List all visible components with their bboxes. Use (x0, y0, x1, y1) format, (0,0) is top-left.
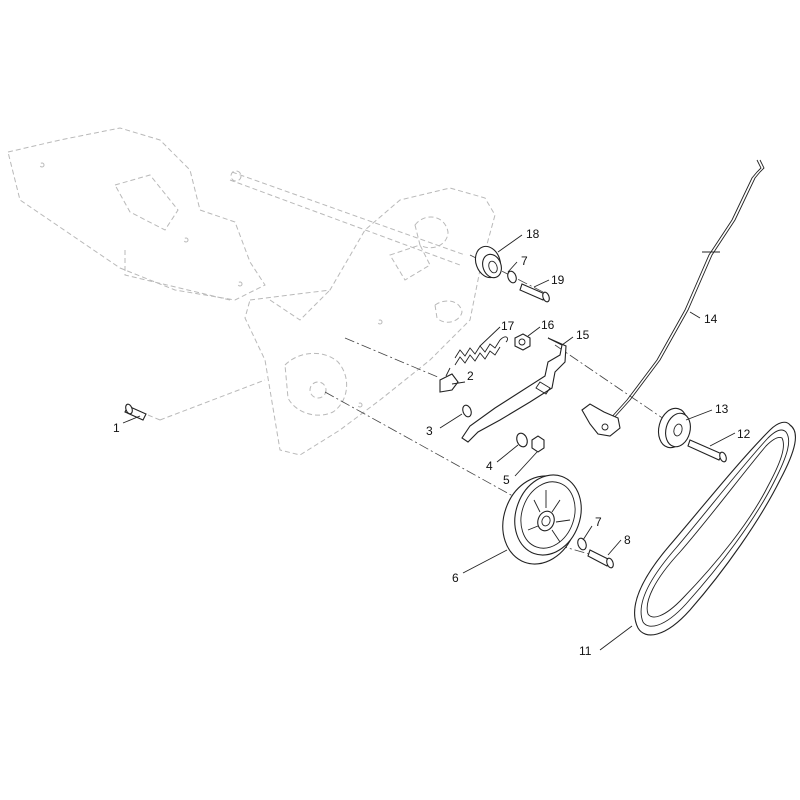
callout-7-upper: 7 (521, 254, 528, 268)
part-2-spring-bracket (439, 367, 459, 393)
callout-14: 14 (704, 312, 718, 326)
callout-18: 18 (526, 227, 540, 241)
part-7-washer-lower (577, 537, 587, 551)
callout-11: 11 (579, 644, 592, 658)
callout-2: 2 (467, 369, 474, 383)
callout-6: 6 (452, 571, 459, 585)
part-6-drive-pulley (502, 474, 582, 565)
callout-5: 5 (503, 473, 510, 487)
part-19-bolt (519, 283, 550, 303)
callout-16: 16 (541, 318, 555, 332)
idler-bracket-lower (581, 403, 621, 437)
part-4-spacer (516, 432, 528, 448)
callout-1: 1 (113, 421, 120, 435)
part-1-bolt (124, 403, 147, 421)
part-5-nut (531, 435, 545, 453)
callout-7-lower: 7 (595, 515, 602, 529)
callout-8: 8 (624, 533, 631, 547)
callout-labels: 1 2 3 4 5 6 7 7 8 11 12 13 14 15 16 17 1… (113, 227, 751, 658)
part-15-idler-arm (461, 337, 567, 443)
part-12-bolt (687, 439, 727, 463)
callout-4: 4 (486, 459, 493, 473)
callout-15: 15 (576, 328, 590, 342)
callout-17: 17 (501, 319, 515, 333)
part-7-washer-upper (507, 270, 517, 284)
part-11-v-belt (634, 421, 796, 636)
callout-19: 19 (551, 273, 565, 287)
part-13-idler-pulley (657, 407, 691, 449)
part-14-control-rod (608, 159, 765, 421)
part-17-extension-spring (454, 336, 509, 366)
leader-lines (122, 234, 736, 651)
part-3-washer (462, 404, 472, 418)
part-8-bolt (587, 549, 614, 569)
callout-3: 3 (426, 424, 433, 438)
callout-13: 13 (715, 402, 729, 416)
part-18-idler-pulley (474, 245, 502, 279)
frame-housing-ghost (7, 127, 496, 456)
callout-12: 12 (737, 427, 751, 441)
part-16-nut (514, 333, 531, 351)
